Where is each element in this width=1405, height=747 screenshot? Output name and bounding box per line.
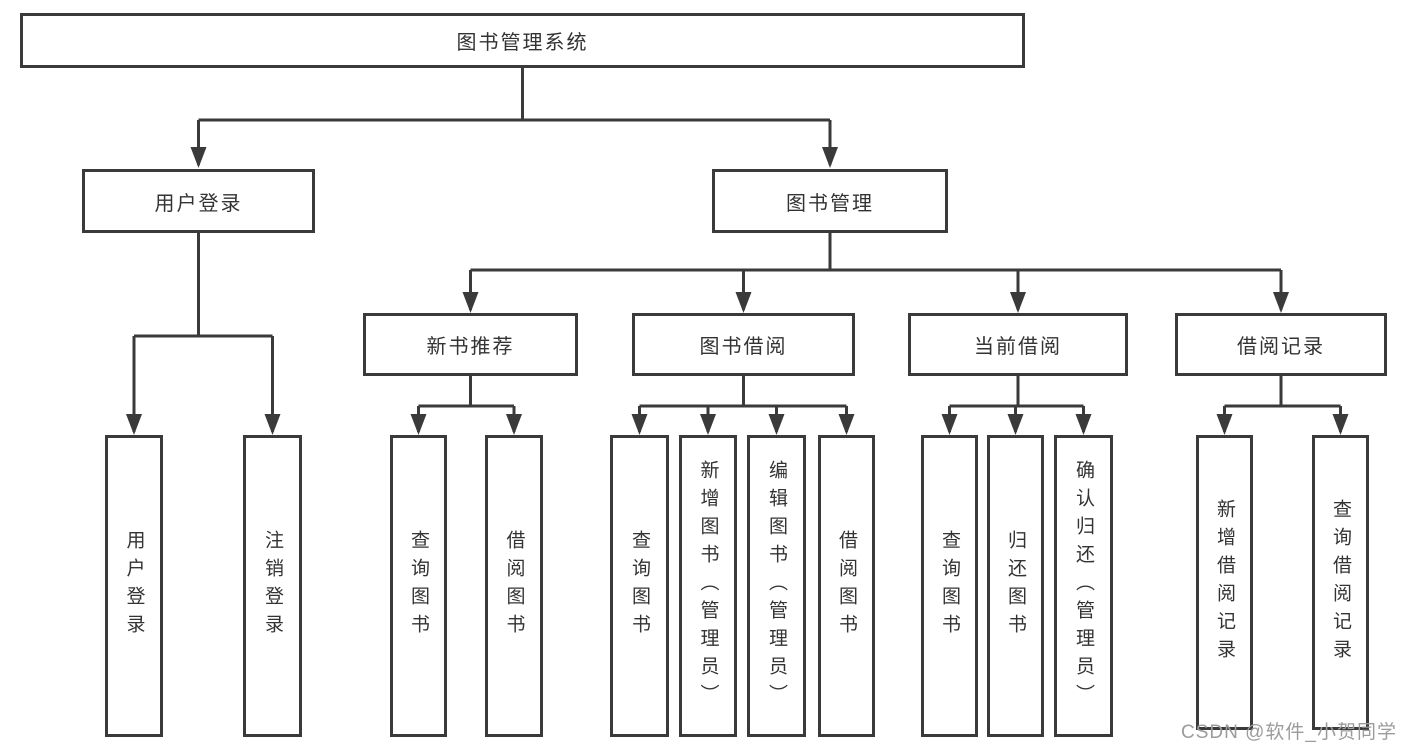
leaf-query-books-borrow: 查询图书 (610, 435, 669, 737)
connector-book-borrow-branch (638, 376, 848, 432)
leaf-add-book-admin: 新增图书（管理员） (679, 435, 737, 737)
watermark: CSDN @软件_小贺同学 (1181, 722, 1397, 743)
leaf-confirm-return-admin: 确认归还（管理员） (1054, 435, 1113, 737)
leaf-borrow-books-recommend: 借阅图书 (485, 435, 543, 737)
node-new-book-recommend: 新书推荐 (363, 313, 578, 376)
connector-new-book-branch (417, 376, 516, 432)
leaf-return-book: 归还图书 (987, 435, 1044, 737)
leaf-borrow-books-borrow: 借阅图书 (818, 435, 875, 737)
node-book-management: 图书管理 (712, 169, 948, 233)
node-borrow-records: 借阅记录 (1175, 313, 1387, 376)
connector-user-login-branch (132, 233, 274, 432)
leaf-add-borrow-record: 新增借阅记录 (1196, 435, 1253, 730)
node-library-management-system: 图书管理系统 (20, 13, 1025, 68)
leaf-edit-book-admin: 编辑图书（管理员） (747, 435, 806, 737)
leaf-user-login: 用户登录 (105, 435, 163, 737)
leaf-logout: 注销登录 (243, 435, 302, 737)
connector-book-management-to-level3 (469, 233, 1283, 310)
leaf-query-borrow-record: 查询借阅记录 (1312, 435, 1369, 730)
node-book-borrow: 图书借阅 (632, 313, 855, 376)
node-user-login: 用户登录 (82, 169, 315, 233)
arrowheads (126, 147, 1349, 435)
connector-root-to-level2 (197, 68, 832, 165)
node-current-borrow: 当前借阅 (908, 313, 1128, 376)
leaf-query-books-current: 查询图书 (921, 435, 978, 737)
connector-borrow-record-branch (1223, 376, 1342, 432)
leaf-query-books-recommend: 查询图书 (390, 435, 447, 737)
